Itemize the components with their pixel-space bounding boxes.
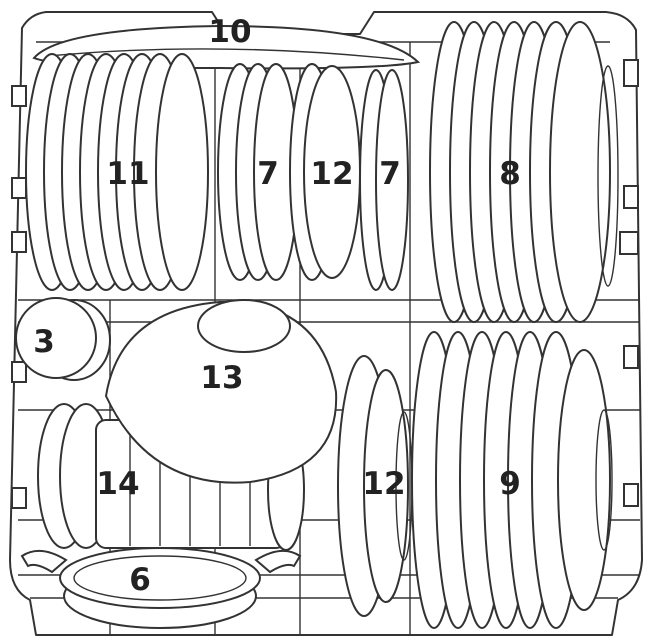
rack-clip-icons-left	[11, 85, 27, 509]
label-12-lower: 12	[362, 466, 405, 502]
plate-stack-9	[411, 331, 613, 629]
plate-stack-11	[25, 53, 209, 291]
label-11: 11	[106, 156, 149, 192]
plate-group-7-right	[359, 69, 409, 291]
label-3: 3	[33, 324, 55, 360]
rack-clip-icons-right	[619, 59, 639, 507]
label-9: 9	[499, 466, 521, 502]
label-7-left: 7	[257, 156, 279, 192]
bowl-group-12-upper	[289, 63, 361, 281]
pot-6	[20, 547, 302, 629]
label-8: 8	[499, 156, 521, 192]
label-7-right: 7	[379, 156, 401, 192]
cups-3	[15, 297, 111, 381]
label-12-upper: 12	[310, 156, 353, 192]
bowl-13	[104, 299, 338, 484]
label-6: 6	[129, 562, 151, 598]
plate-group-7-left	[217, 63, 299, 281]
item-number-labels: 10 11 7 12 7 8 3 13 14 12 9 6	[33, 14, 521, 598]
label-14: 14	[96, 466, 139, 502]
plate-stack-8	[429, 21, 619, 323]
label-13: 13	[200, 360, 243, 396]
label-10: 10	[208, 14, 251, 50]
